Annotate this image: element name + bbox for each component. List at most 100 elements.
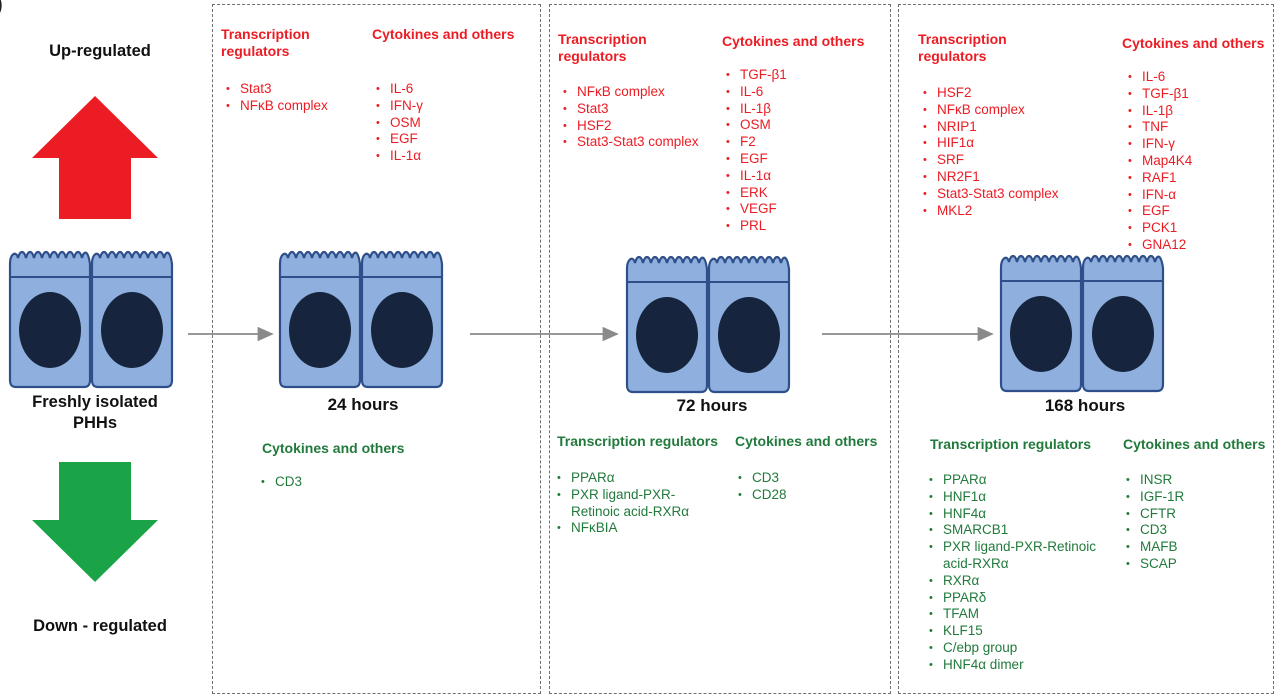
time-label-72h: 72 hours — [676, 396, 748, 415]
figure-letter: ) — [0, 0, 3, 17]
list-item: IL-6 — [723, 84, 787, 101]
p2-down-ck-list: CD3 CD28 — [735, 470, 787, 504]
p3-down-ck-title: Cytokines and others — [1123, 436, 1266, 452]
up-regulated-label: Up-regulated — [49, 42, 151, 60]
list-item: SCAP — [1123, 556, 1184, 573]
list-item: OSM — [723, 117, 787, 134]
list-item: PXR ligand-PXR-Retinoic — [926, 539, 1096, 556]
p3-up-tr-list: HSF2 NFκB complex NRIP1 HIF1α SRF NR2F1 … — [920, 85, 1059, 219]
p1-down-ck-title: Cytokines and others — [262, 440, 405, 456]
p3-up-ck-title: Cytokines and others — [1122, 35, 1265, 51]
p1-down-ck-list: CD3 — [258, 474, 302, 491]
list-item: ERK — [723, 185, 787, 202]
list-item: HNF4α dimer — [926, 657, 1096, 674]
list-item: IL-6 — [373, 81, 423, 98]
p1-up-ck-title: Cytokines and others — [372, 26, 515, 42]
list-item: NFκB complex — [223, 98, 328, 115]
list-item: KLF15 — [926, 623, 1096, 640]
list-item: CD28 — [735, 487, 787, 504]
list-item: NRIP1 — [920, 119, 1059, 136]
list-item-continuation: acid-RXRα — [943, 555, 1009, 571]
list-item: OSM — [373, 115, 423, 132]
p3-down-tr-list: PPARα HNF1α HNF4α SMARCB1 PXR ligand-PXR… — [926, 472, 1096, 674]
down-arrow-icon — [32, 462, 158, 582]
list-item: PXR ligand-PXR- — [554, 487, 689, 504]
list-item: VEGF — [723, 201, 787, 218]
p1-up-tr-title-line1: Transcription — [221, 26, 310, 42]
list-item: PCK1 — [1125, 220, 1192, 237]
list-item: Stat3 — [223, 81, 328, 98]
list-item: PPARδ — [926, 590, 1096, 607]
list-item: IL-1α — [723, 168, 787, 185]
p1-up-ck-list: IL-6 IFN-γ OSM EGF IL-1α — [373, 81, 423, 165]
list-item: NFκB complex — [920, 102, 1059, 119]
list-item: NFκBIA — [554, 520, 689, 537]
list-item: INSR — [1123, 472, 1184, 489]
list-item: RXRα — [926, 573, 1096, 590]
list-item: TGF-β1 — [1125, 86, 1192, 103]
list-item: CD3 — [1123, 522, 1184, 539]
p1-up-tr-list: Stat3 NFκB complex — [223, 81, 328, 115]
list-item: Retinoic acid-RXRα — [554, 504, 689, 521]
p1-up-tr-title-line2: regulators — [221, 43, 290, 59]
list-item: PPARα — [554, 470, 689, 487]
p2-up-ck-list: TGF-β1 IL-6 IL-1β OSM F2 EGF IL-1α ERK V… — [723, 67, 787, 235]
list-item: CD3 — [258, 474, 302, 491]
p3-up-ck-list: IL-6 TGF-β1 IL-1β TNF IFN-γ Map4K4 RAF1 … — [1125, 69, 1192, 254]
p2-up-tr-title-line1: Transcription — [558, 31, 647, 47]
list-item: IL-1β — [723, 101, 787, 118]
time-label-24h: 24 hours — [327, 395, 399, 414]
list-item: TGF-β1 — [723, 67, 787, 84]
list-item: IL-1β — [1125, 103, 1192, 120]
list-item: MKL2 — [920, 203, 1059, 220]
list-item: HIF1α — [920, 135, 1059, 152]
p1-up-tr-title: Transcription regulators — [221, 26, 310, 60]
fresh-cells-label-line1: Freshly isolated — [32, 393, 158, 411]
list-item: Map4K4 — [1125, 153, 1192, 170]
list-item: RAF1 — [1125, 170, 1192, 187]
list-item: EGF — [373, 131, 423, 148]
p2-up-tr-list: NFκB complex Stat3 HSF2 Stat3-Stat3 comp… — [560, 84, 699, 151]
list-item: NR2F1 — [920, 169, 1059, 186]
fresh-cells-label-line2: PHHs — [72, 414, 117, 432]
list-item: TNF — [1125, 119, 1192, 136]
list-item: Stat3-Stat3 complex — [560, 134, 699, 151]
up-arrow-icon — [32, 96, 158, 219]
p2-down-ck-title: Cytokines and others — [735, 433, 878, 449]
list-item: HNF4α — [926, 506, 1096, 523]
list-item: HNF1α — [926, 489, 1096, 506]
p2-up-tr-title-line2: regulators — [558, 48, 627, 64]
list-item: SRF — [920, 152, 1059, 169]
list-item: IFN-γ — [1125, 136, 1192, 153]
list-item: IL-1α — [373, 148, 423, 165]
list-item: MAFB — [1123, 539, 1184, 556]
list-item-continuation: Retinoic acid-RXRα — [571, 503, 690, 519]
list-item: acid-RXRα — [926, 556, 1096, 573]
fresh-cells-label: Freshly isolated PHHs — [10, 392, 180, 434]
list-item: C/ebp group — [926, 640, 1096, 657]
list-item: Stat3-Stat3 complex — [920, 186, 1059, 203]
list-item: EGF — [723, 151, 787, 168]
list-item: SMARCB1 — [926, 522, 1096, 539]
list-item: HSF2 — [560, 118, 699, 135]
p3-up-tr-title-line2: regulators — [918, 48, 987, 64]
list-item: IL-6 — [1125, 69, 1192, 86]
list-item: IGF-1R — [1123, 489, 1184, 506]
list-item: GNA12 — [1125, 237, 1192, 254]
p2-down-tr-list: PPARα PXR ligand-PXR- Retinoic acid-RXRα… — [554, 470, 689, 537]
list-item: HSF2 — [920, 85, 1059, 102]
p3-down-ck-list: INSR IGF-1R CFTR CD3 MAFB SCAP — [1123, 472, 1184, 573]
p3-up-tr-title: Transcription regulators — [918, 31, 1007, 65]
p2-down-tr-title: Transcription regulators — [557, 433, 719, 449]
list-item: PRL — [723, 218, 787, 235]
list-item: TFAM — [926, 606, 1096, 623]
list-item: IFN-α — [1125, 187, 1192, 204]
list-item: EGF — [1125, 203, 1192, 220]
list-item: CFTR — [1123, 506, 1184, 523]
p3-down-tr-title: Transcription regulators — [930, 436, 1092, 452]
p2-up-tr-title: Transcription regulators — [558, 31, 647, 65]
list-item: PPARα — [926, 472, 1096, 489]
list-item: IFN-γ — [373, 98, 423, 115]
p2-up-ck-title: Cytokines and others — [722, 33, 865, 49]
